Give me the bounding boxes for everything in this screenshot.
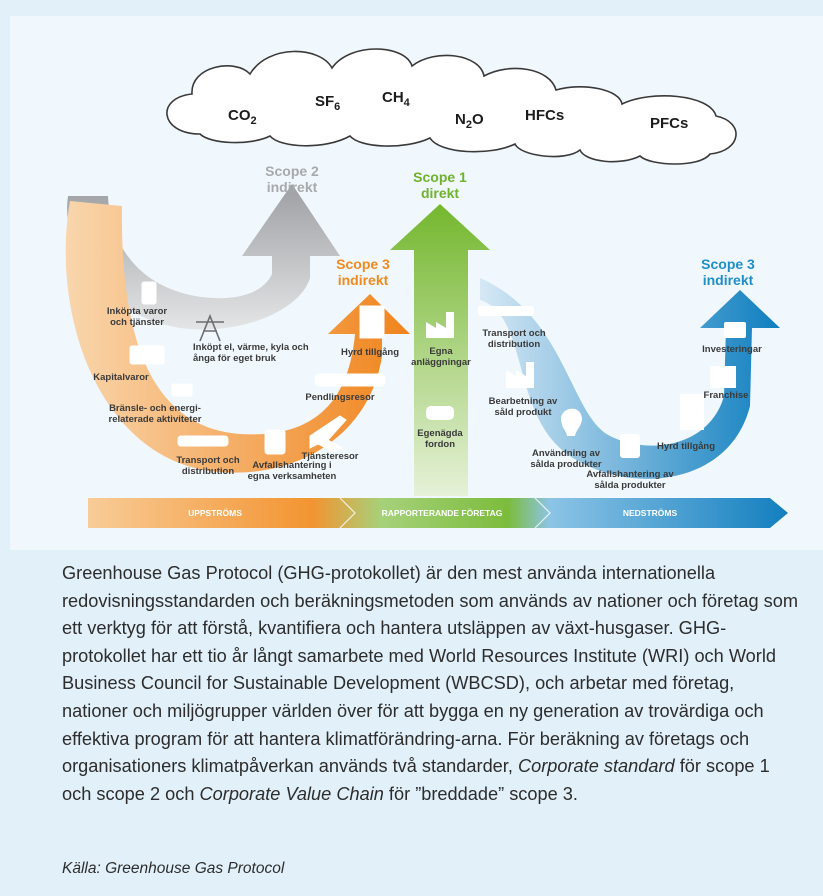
waste-bin-downstream-icon <box>620 434 640 458</box>
n2o-label: N2O <box>455 111 484 131</box>
sf6-label: SF6 <box>315 93 340 113</box>
car-icon <box>426 406 454 420</box>
franchise-label: Franchise <box>704 390 749 401</box>
gas-cloud <box>166 48 737 165</box>
ch4-label: CH4 <box>382 89 411 109</box>
employee-commuting-label: Pendlingsresor <box>305 392 374 403</box>
fuel-pump-icon <box>141 281 157 305</box>
co2-label: CO2 <box>228 107 257 127</box>
stage-divider-2 <box>534 497 551 529</box>
scope1-arrow <box>390 204 490 496</box>
train-icon <box>314 373 386 387</box>
upstream-leased-label: Hyrd tillgång <box>341 347 399 358</box>
investments-label: Investeringar <box>702 344 762 355</box>
light-bulb-icon <box>561 408 582 436</box>
truck-icon <box>129 345 165 365</box>
downstream-leased-label: Hyrd tillgång <box>657 441 715 452</box>
upstream-stage-label: UPPSTRÖMS <box>188 508 242 518</box>
business-travel-label: Tjänsteresor <box>301 451 358 462</box>
description-text: Greenhouse Gas Protocol (GHG-protokollet… <box>62 563 799 804</box>
factory-icon <box>426 312 454 338</box>
scope3-downstream-arrow <box>480 278 780 479</box>
scope2-arrow <box>67 184 340 330</box>
franchise-store-icon <box>710 366 736 388</box>
power-pylon-icon <box>196 313 224 342</box>
building-icon <box>359 305 385 339</box>
factory-downstream-icon <box>506 362 534 388</box>
pfcs-label: PFCs <box>650 115 688 132</box>
waste-bin-icon <box>264 429 286 455</box>
source-citation: Källa: Greenhouse Gas Protocol <box>62 860 285 877</box>
downstream-stage-label: NEDSTRÖMS <box>623 508 678 518</box>
building-downstream-icon <box>680 394 704 430</box>
capital-goods-label: Kapitalvaror <box>93 372 149 383</box>
scope3-upstream-arrow <box>65 201 410 473</box>
ship-icon <box>177 435 229 447</box>
mining-cart-icon <box>171 383 193 397</box>
money-icon <box>724 322 746 338</box>
stage-divider-1 <box>339 497 356 529</box>
hfcs-label: HFCs <box>525 107 564 124</box>
airplane-icon <box>309 415 347 453</box>
fuel-energy-label: Bränsle- och energi-relaterade aktivitet… <box>109 403 202 425</box>
company-stage-label: RAPPORTERANDE FÖRETAG <box>382 508 503 518</box>
stage-bar <box>88 498 788 528</box>
ship-downstream-icon <box>478 306 534 316</box>
